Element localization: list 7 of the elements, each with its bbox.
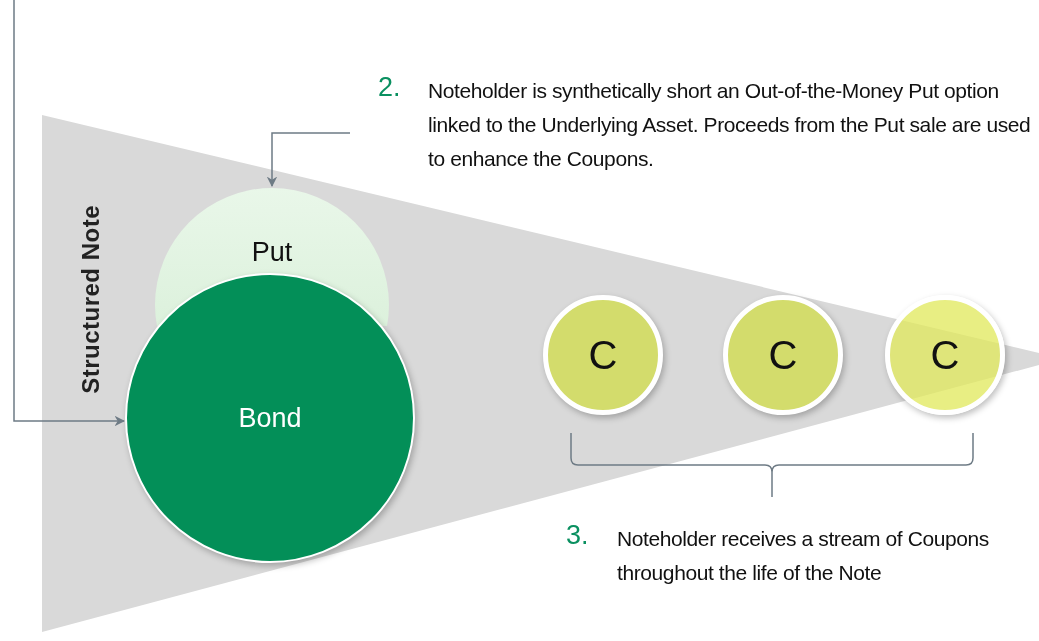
arrow	[266, 132, 351, 188]
note-text: Noteholder receives a stream of Coupons throughout the life of the Note	[617, 526, 990, 586]
step-number: 3.	[566, 520, 589, 551]
vertical-title: Structured Note	[77, 205, 105, 394]
note-text: Noteholder is synthetically short an Out-of-the-Money Put option linked to the Underlying Asset. Proceeds from the Put sale are used to enhance the Coupons.	[428, 78, 1032, 172]
step-number: 2.	[378, 72, 401, 103]
arrow	[13, 0, 126, 427]
